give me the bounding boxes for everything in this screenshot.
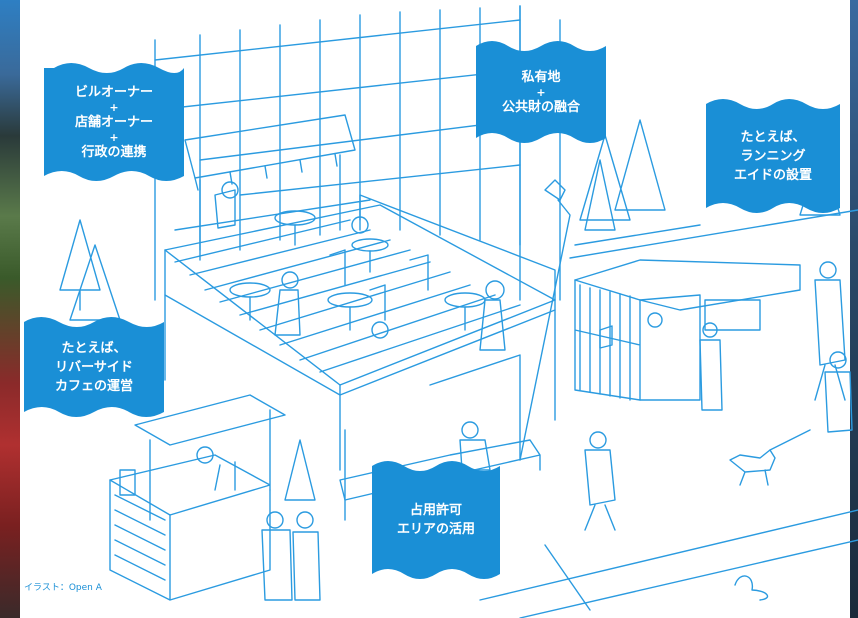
callout-running-line2: ランニング: [740, 148, 806, 164]
callout-running-line1: たとえば、: [740, 129, 806, 145]
callout-owners-line1: ビルオーナー: [74, 84, 153, 100]
street-lamp: [519, 179, 591, 611]
callout-occupancy-line1: 占用許可: [409, 503, 462, 518]
callout-private-public: 私有地 + 公共財の融合: [476, 36, 606, 148]
cafe-furniture: [214, 181, 506, 351]
plus-sign: +: [109, 130, 119, 144]
callout-owners: ビルオーナー + 店舗オーナー + 行政の連携: [44, 58, 184, 186]
terrace-deck: [164, 194, 556, 521]
illustration-credit: イラスト：Open A: [24, 583, 102, 593]
callout-occupancy: 占用許可 エリアの活用: [372, 456, 500, 584]
callout-owners-line2: 店舗オーナー: [74, 114, 153, 130]
callout-private-line2: 公共財の融合: [501, 99, 580, 115]
kiosk-right: [574, 259, 801, 401]
callout-running: たとえば、 ランニング エイドの設置: [706, 94, 840, 218]
callout-riverside-line1: たとえば、: [61, 340, 127, 356]
photo-edge-left: [0, 0, 20, 618]
street: [479, 209, 858, 618]
callout-owners-line3: 行政の連携: [81, 144, 147, 160]
callout-running-line3: エイドの設置: [733, 167, 812, 183]
callout-riverside: たとえば、 リバーサイド カフェの運営: [24, 312, 164, 422]
pedestrians: [261, 261, 853, 601]
plus-sign: +: [109, 100, 119, 114]
awning: [184, 114, 356, 251]
kiosk-left: [109, 394, 286, 601]
callout-riverside-line2: リバーサイド: [55, 359, 133, 375]
photo-edge-right: [850, 0, 858, 618]
callout-private-line1: 私有地: [521, 69, 561, 85]
callout-occupancy-line2: エリアの活用: [396, 522, 475, 537]
plus-sign: +: [536, 85, 546, 99]
callout-riverside-line3: カフェの運営: [54, 378, 133, 394]
